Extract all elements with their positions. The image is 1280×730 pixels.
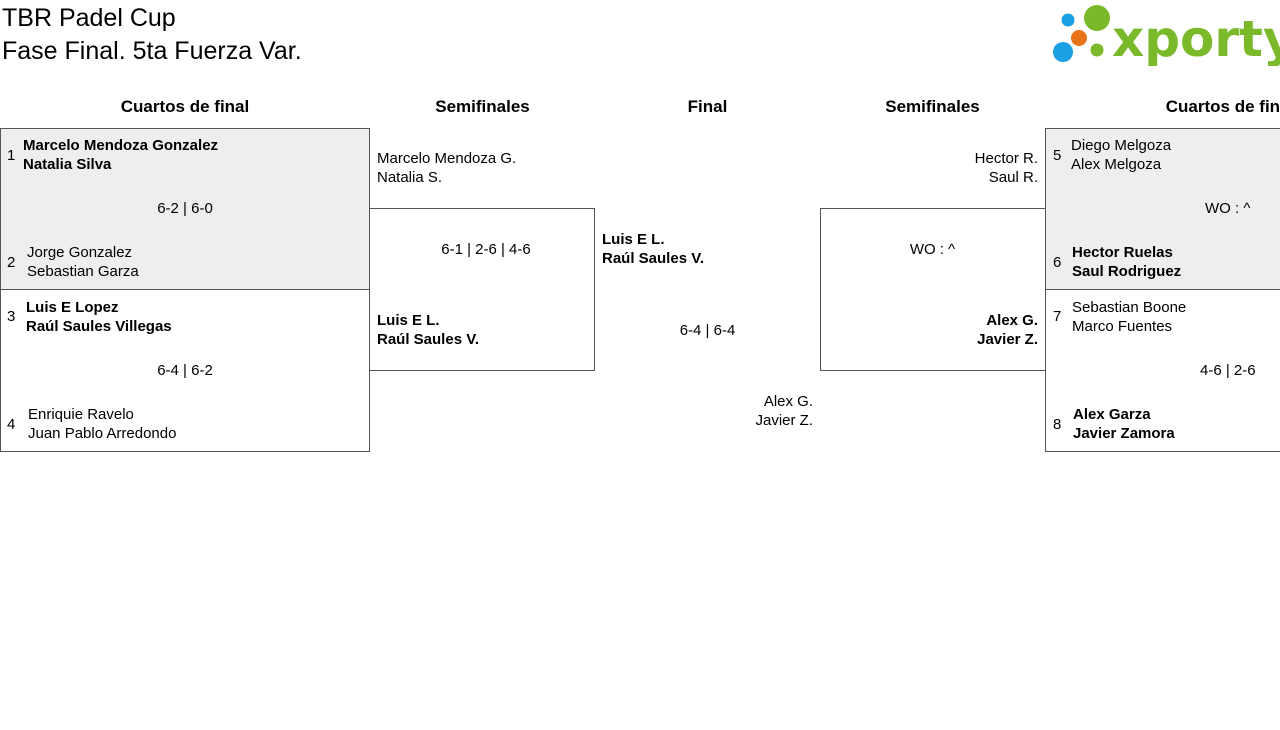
player-name: Raúl Saules V. (377, 331, 479, 348)
seed-4: 4 (7, 416, 16, 433)
player-name: Natalia S. (377, 169, 443, 186)
team-final-b[interactable]: Alex G. Javier Z. (600, 392, 813, 430)
match-left-sf[interactable] (369, 208, 595, 371)
player-name: Alex G. (986, 312, 1038, 329)
logo-graphic: xporty (1053, 5, 1280, 66)
logo-dot-green-small (1090, 43, 1104, 57)
player-name: Javier Z. (755, 412, 813, 429)
player-name: Luis E Lopez (26, 299, 119, 316)
logo-wordmark: xporty (1112, 10, 1280, 66)
team-left-qf-2-a[interactable]: Luis E Lopez Raúl Saules Villegas (26, 298, 172, 336)
match-left-qf-1[interactable] (0, 128, 370, 290)
team-left-qf-2-b[interactable]: Enriquie Ravelo Juan Pablo Arredondo (28, 405, 176, 443)
team-left-sf-b[interactable]: Luis E L. Raúl Saules V. (377, 311, 479, 349)
player-name: Javier Z. (977, 331, 1038, 348)
score-left-qf-1: 6-2 | 6-0 (157, 200, 213, 217)
logo-dot-blue (1053, 42, 1073, 62)
team-right-qf-1-a[interactable]: Diego Melgoza Alex Melgoza (1071, 136, 1171, 174)
team-right-qf-2-b[interactable]: Alex Garza Javier Zamora (1073, 405, 1175, 443)
seed-6: 6 (1053, 254, 1062, 271)
team-left-qf-1-a[interactable]: Marcelo Mendoza Gonzalez Natalia Silva (23, 136, 218, 174)
player-name: Sebastian Garza (27, 263, 139, 280)
page-title: TBR Padel Cup (2, 4, 176, 32)
player-name: Alex Garza (1073, 406, 1151, 423)
page-subtitle: Fase Final. 5ta Fuerza Var. (2, 37, 302, 65)
logo-dot-orange (1071, 30, 1087, 46)
round-heading-right-qf: Cuartos de final (1165, 97, 1280, 116)
round-heading-right-sf: Semifinales (885, 97, 980, 116)
seed-7: 7 (1053, 308, 1062, 325)
player-name: Luis E L. (602, 231, 665, 248)
seed-5: 5 (1053, 147, 1062, 164)
player-name: Hector Ruelas (1072, 244, 1173, 261)
logo-dot-green (1084, 5, 1110, 31)
match-right-sf[interactable] (820, 208, 1046, 371)
seed-8: 8 (1053, 416, 1062, 433)
player-name: Hector R. (974, 150, 1038, 167)
round-heading-final: Final (687, 97, 728, 116)
seed-3: 3 (7, 308, 16, 325)
seed-2: 2 (7, 254, 16, 271)
player-name: Marcelo Mendoza Gonzalez (23, 137, 219, 154)
logo-dot-blue-small (1061, 13, 1075, 27)
score-final: 6-4 | 6-4 (679, 322, 736, 339)
team-right-qf-2-a[interactable]: Sebastian Boone Marco Fuentes (1072, 298, 1186, 336)
team-left-qf-1-b[interactable]: Jorge Gonzalez Sebastian Garza (27, 243, 139, 281)
player-name: Raúl Saules Villegas (26, 318, 172, 335)
player-name: Luis E L. (377, 312, 440, 329)
match-right-qf-2[interactable] (1045, 289, 1280, 452)
round-heading-left-qf: Cuartos de final (120, 97, 250, 116)
player-name: Javier Zamora (1073, 425, 1175, 442)
seed-1: 1 (7, 147, 16, 164)
score-right-qf-1: WO : ^ (1205, 200, 1251, 217)
player-name: Saul Rodriguez (1072, 263, 1182, 280)
player-name: Saul R. (988, 169, 1038, 186)
player-name: Diego Melgoza (1071, 137, 1172, 154)
player-name: Enriquie Ravelo (28, 406, 134, 423)
player-name: Jorge Gonzalez (27, 244, 133, 261)
player-name: Sebastian Boone (1072, 299, 1187, 316)
score-left-qf-2: 6-4 | 6-2 (157, 362, 213, 379)
team-right-qf-1-b[interactable]: Hector Ruelas Saul Rodriguez (1072, 243, 1181, 281)
team-right-sf-b[interactable]: Alex G. Javier Z. (830, 311, 1038, 349)
player-name: Raúl Saules V. (602, 250, 704, 267)
team-final-a[interactable]: Luis E L. Raúl Saules V. (602, 230, 704, 268)
player-name: Alex G. (763, 393, 813, 410)
xporty-logo[interactable]: xporty (1052, 4, 1280, 66)
round-heading-left-sf: Semifinales (435, 97, 530, 116)
team-left-sf-a[interactable]: Marcelo Mendoza G. Natalia S. (377, 149, 516, 187)
score-right-qf-2: 4-6 | 2-6 (1200, 362, 1256, 379)
score-left-sf: 6-1 | 2-6 | 4-6 (441, 241, 531, 258)
team-right-sf-a[interactable]: Hector R. Saul R. (830, 149, 1038, 187)
player-name: Natalia Silva (23, 156, 112, 173)
player-name: Alex Melgoza (1071, 156, 1162, 173)
player-name: Marcelo Mendoza G. (377, 150, 517, 167)
player-name: Marco Fuentes (1072, 318, 1173, 335)
score-right-sf: WO : ^ (909, 241, 956, 258)
player-name: Juan Pablo Arredondo (28, 425, 177, 442)
